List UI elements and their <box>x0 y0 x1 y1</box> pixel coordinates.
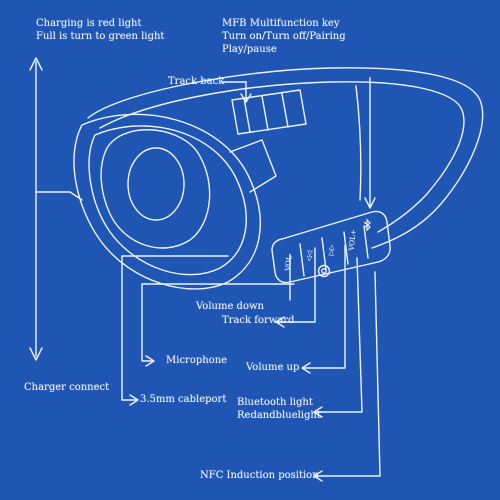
charger-arrow-bottom <box>29 347 43 361</box>
button-divider <box>299 225 369 277</box>
slider-line <box>243 93 289 133</box>
label-nfc: NFC Induction position <box>200 470 319 481</box>
slider-block <box>231 89 307 135</box>
label-cableport: 3.5mm cableport <box>140 394 227 405</box>
ear-cushion-hole <box>127 147 185 221</box>
label-charging-red: Charging is red light <box>36 18 142 29</box>
ear-cushion <box>100 129 211 249</box>
charger-link <box>35 191 83 201</box>
label-full-green: Full is turn to green light <box>36 31 165 42</box>
panel-button-vol-minus: VOL- <box>283 252 294 272</box>
label-track-forward: Track forward <box>222 315 295 326</box>
label-mfb-power: Turn on/Turn off/Pairing <box>222 31 346 42</box>
label-mfb-title: MFB Multifunction key <box>222 18 340 29</box>
bluetooth-icon <box>363 218 371 232</box>
headband-outer <box>87 67 484 249</box>
panel-button-mfb <box>360 218 374 232</box>
charger-arrow-top <box>29 57 43 71</box>
cup-hinge <box>229 139 277 193</box>
mic-hole-inner <box>321 268 327 274</box>
label-charger-connect: Charger connect <box>24 382 110 393</box>
ear-cup-rim <box>88 125 247 276</box>
bt-light-line <box>315 257 363 413</box>
control-panel <box>271 210 391 284</box>
label-track-back: Track back <box>168 76 225 87</box>
label-volume-up: Volume up <box>246 362 300 373</box>
panel-button-vol-plus: VOL+ <box>347 229 358 251</box>
label-red-blue-light: Redandbluelight <box>237 410 321 421</box>
ear-cup-outer <box>73 113 261 290</box>
panel-button-track-back: ◁◁ <box>304 250 314 262</box>
track-forward-line <box>277 247 316 323</box>
nfc-line <box>315 271 381 477</box>
headband-edge <box>355 85 362 201</box>
panel-button-track-forward: ▷▷ <box>326 244 336 256</box>
label-mfb-play: Play/pause <box>222 44 277 55</box>
volume-up-line <box>303 244 346 369</box>
label-bt-light: Bluetooth light <box>237 397 313 408</box>
microphone-line <box>141 283 295 362</box>
headband-inner <box>99 81 465 233</box>
label-volume-down: Volume down <box>196 301 264 312</box>
label-microphone: Microphone <box>166 355 228 366</box>
cableport-line <box>121 255 229 401</box>
mic-hole <box>317 264 331 278</box>
